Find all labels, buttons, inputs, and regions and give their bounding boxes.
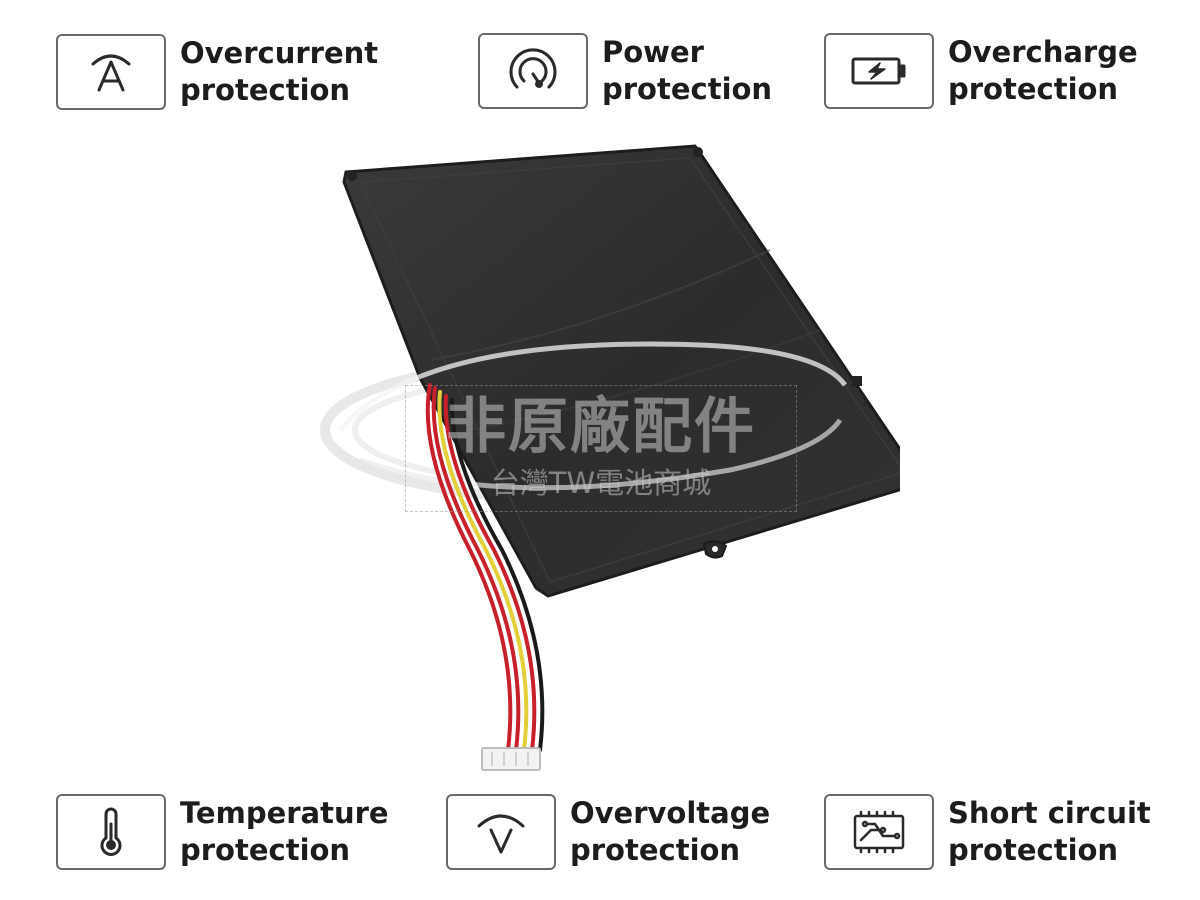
feature-label: Temperature protection (180, 796, 389, 867)
feature-short-circuit: Short circuit protection (824, 794, 1151, 870)
feature-label: Overvoltage protection (570, 796, 771, 867)
cable-connector (481, 747, 541, 771)
feature-label: Power protection (602, 35, 773, 106)
battery-charge-icon (824, 33, 934, 109)
feature-label: Short circuit protection (948, 796, 1151, 867)
ampere-icon (56, 34, 166, 110)
battery-body (342, 144, 900, 598)
feature-overcharge: Overcharge protection (824, 33, 1138, 109)
feature-temperature: Temperature protection (56, 794, 389, 870)
battery-cable (425, 383, 545, 752)
feature-overcurrent: Overcurrent protection (56, 34, 378, 110)
battery-pack-image (320, 144, 900, 771)
circuit-board-icon (824, 794, 934, 870)
watermark: 非原廠配件 台灣TW電池商城 (405, 385, 797, 512)
watermark-sub-text: 台灣TW電池商城 (490, 466, 712, 500)
watermark-main-text: 非原廠配件 (446, 392, 756, 462)
gauge-icon (478, 33, 588, 109)
feature-power: Power protection (478, 33, 772, 109)
feature-label: Overcharge protection (948, 35, 1138, 106)
thermometer-icon (56, 794, 166, 870)
feature-label: Overcurrent protection (180, 36, 379, 107)
voltage-icon (446, 794, 556, 870)
feature-overvoltage: Overvoltage protection (446, 794, 770, 870)
